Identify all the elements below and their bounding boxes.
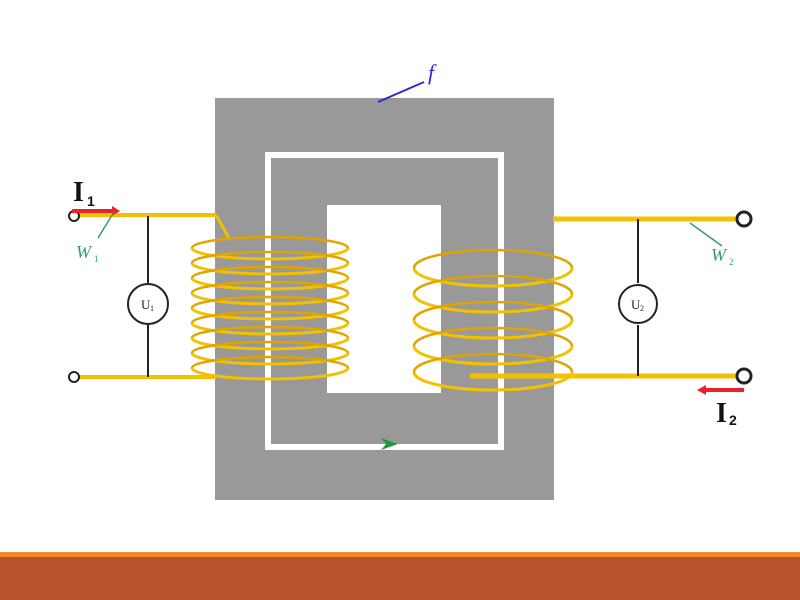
current1-arrow — [72, 206, 120, 216]
secondary-coil-turn-front — [412, 371, 574, 392]
winding2-leader — [689, 222, 723, 247]
secondary-terminal-bottom — [735, 367, 753, 385]
winding2-label: W — [711, 245, 728, 265]
primary-coil-turn-back — [190, 340, 350, 354]
current2-sub: 2 — [729, 412, 737, 428]
primary-coil-turn-back — [190, 250, 350, 264]
voltmeter2-sub: 2 — [640, 304, 644, 313]
current2-label: I — [716, 398, 727, 429]
primary-coil-turn-back — [190, 355, 350, 369]
flux-label: f — [428, 60, 437, 85]
secondary-coil-turn-back — [412, 248, 574, 269]
voltmeter1-sub: 1 — [150, 304, 154, 313]
current1-label: I — [73, 177, 84, 208]
primary-coil-turn-front — [190, 247, 350, 261]
primary-lead-top — [214, 214, 232, 241]
core-window — [327, 205, 441, 393]
voltmeter2-label: U — [631, 297, 641, 312]
primary-coil-turn-front — [190, 367, 350, 381]
secondary-coil-turn-front — [412, 345, 574, 366]
secondary-coil-turn-back — [412, 326, 574, 347]
current1-sub: 1 — [87, 193, 95, 209]
primary-terminal-bottom — [68, 371, 80, 383]
primary-coil-turn-back — [190, 265, 350, 279]
secondary-terminal-top — [735, 210, 753, 228]
voltmeter1 — [127, 283, 169, 325]
voltmeter1-label: U — [141, 297, 151, 312]
primary-coil-turn-front — [190, 292, 350, 306]
winding1-leader — [97, 211, 115, 239]
primary-coil-turn-back — [190, 325, 350, 339]
winding1-label: W — [76, 242, 93, 262]
secondary-coil-turn-back — [412, 300, 574, 321]
footer-stripe — [0, 552, 800, 557]
footer-bar — [0, 552, 800, 600]
secondary-coil-turn-back — [412, 352, 574, 373]
primary-coil-turn-back — [190, 235, 350, 249]
primary-coil-turn-front — [190, 322, 350, 336]
primary-coil-turn-front — [190, 307, 350, 321]
primary-coil-turn-front — [190, 337, 350, 351]
winding1-sub: 1 — [94, 254, 99, 264]
flux-leader-line — [377, 81, 425, 103]
flux-direction-arrow — [381, 438, 398, 450]
primary-coil — [190, 235, 350, 381]
primary-coil-turn-front — [190, 277, 350, 291]
voltmeter2 — [618, 284, 658, 324]
secondary-coil-turn-back — [412, 274, 574, 295]
primary-coil-turn-front — [190, 352, 350, 366]
secondary-coil-turn-front — [412, 267, 574, 288]
current2-arrow — [697, 385, 744, 395]
primary-coil-turn-back — [190, 295, 350, 309]
primary-coil-turn-front — [190, 262, 350, 276]
primary-coil-turn-back — [190, 280, 350, 294]
primary-coil-turn-back — [190, 310, 350, 324]
winding2-sub: 2 — [729, 257, 734, 267]
secondary-coil — [412, 248, 574, 392]
secondary-coil-turn-front — [412, 293, 574, 314]
secondary-coil-turn-front — [412, 319, 574, 340]
